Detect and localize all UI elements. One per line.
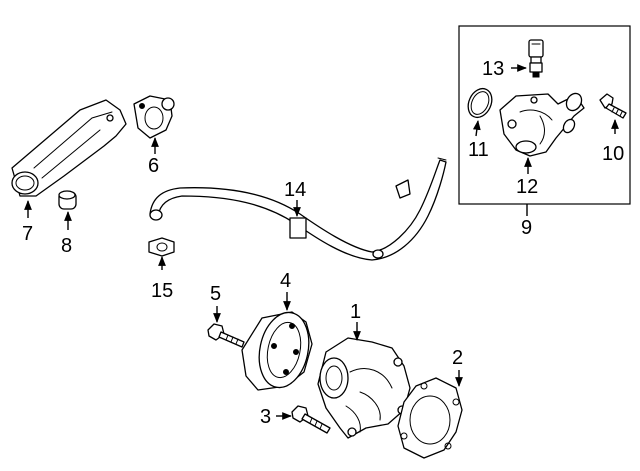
callout-6: 6 [148, 155, 159, 177]
callout-10: 10 [602, 143, 624, 165]
part-8-seal[interactable] [58, 190, 77, 210]
part-4-pulley[interactable] [241, 308, 315, 392]
arrow-11 [472, 120, 481, 137]
part-6-outlet-flange[interactable] [133, 95, 175, 139]
callout-1: 1 [350, 301, 361, 323]
callout-14: 14 [284, 179, 306, 201]
callout-13: 13 [482, 58, 504, 80]
callout-9: 9 [521, 217, 532, 239]
callout-11: 11 [468, 139, 489, 161]
part-1-water-pump[interactable] [317, 337, 411, 439]
part-7-inlet-pipe[interactable] [11, 99, 127, 197]
thermostat-group-box [458, 25, 631, 205]
part-3-bolt[interactable] [291, 405, 331, 434]
callout-3: 3 [260, 406, 271, 428]
callout-8: 8 [61, 235, 72, 257]
part-11-o-ring[interactable] [464, 85, 497, 121]
callout-7: 7 [22, 223, 33, 245]
part-2-pump-gasket[interactable] [397, 377, 463, 459]
part-5-bolt[interactable] [207, 323, 245, 348]
callout-15: 15 [151, 280, 173, 302]
part-12-thermostat-housing[interactable] [499, 91, 585, 157]
part-14-water-pipe[interactable] [149, 157, 447, 261]
part-15-gasket[interactable] [148, 237, 175, 257]
callout-2: 2 [452, 347, 463, 369]
callout-5: 5 [210, 283, 221, 305]
part-13-temperature-sensor[interactable] [528, 39, 544, 78]
callout-4: 4 [280, 270, 291, 292]
callout-12: 12 [516, 176, 538, 198]
part-10-bolt[interactable] [599, 93, 627, 119]
